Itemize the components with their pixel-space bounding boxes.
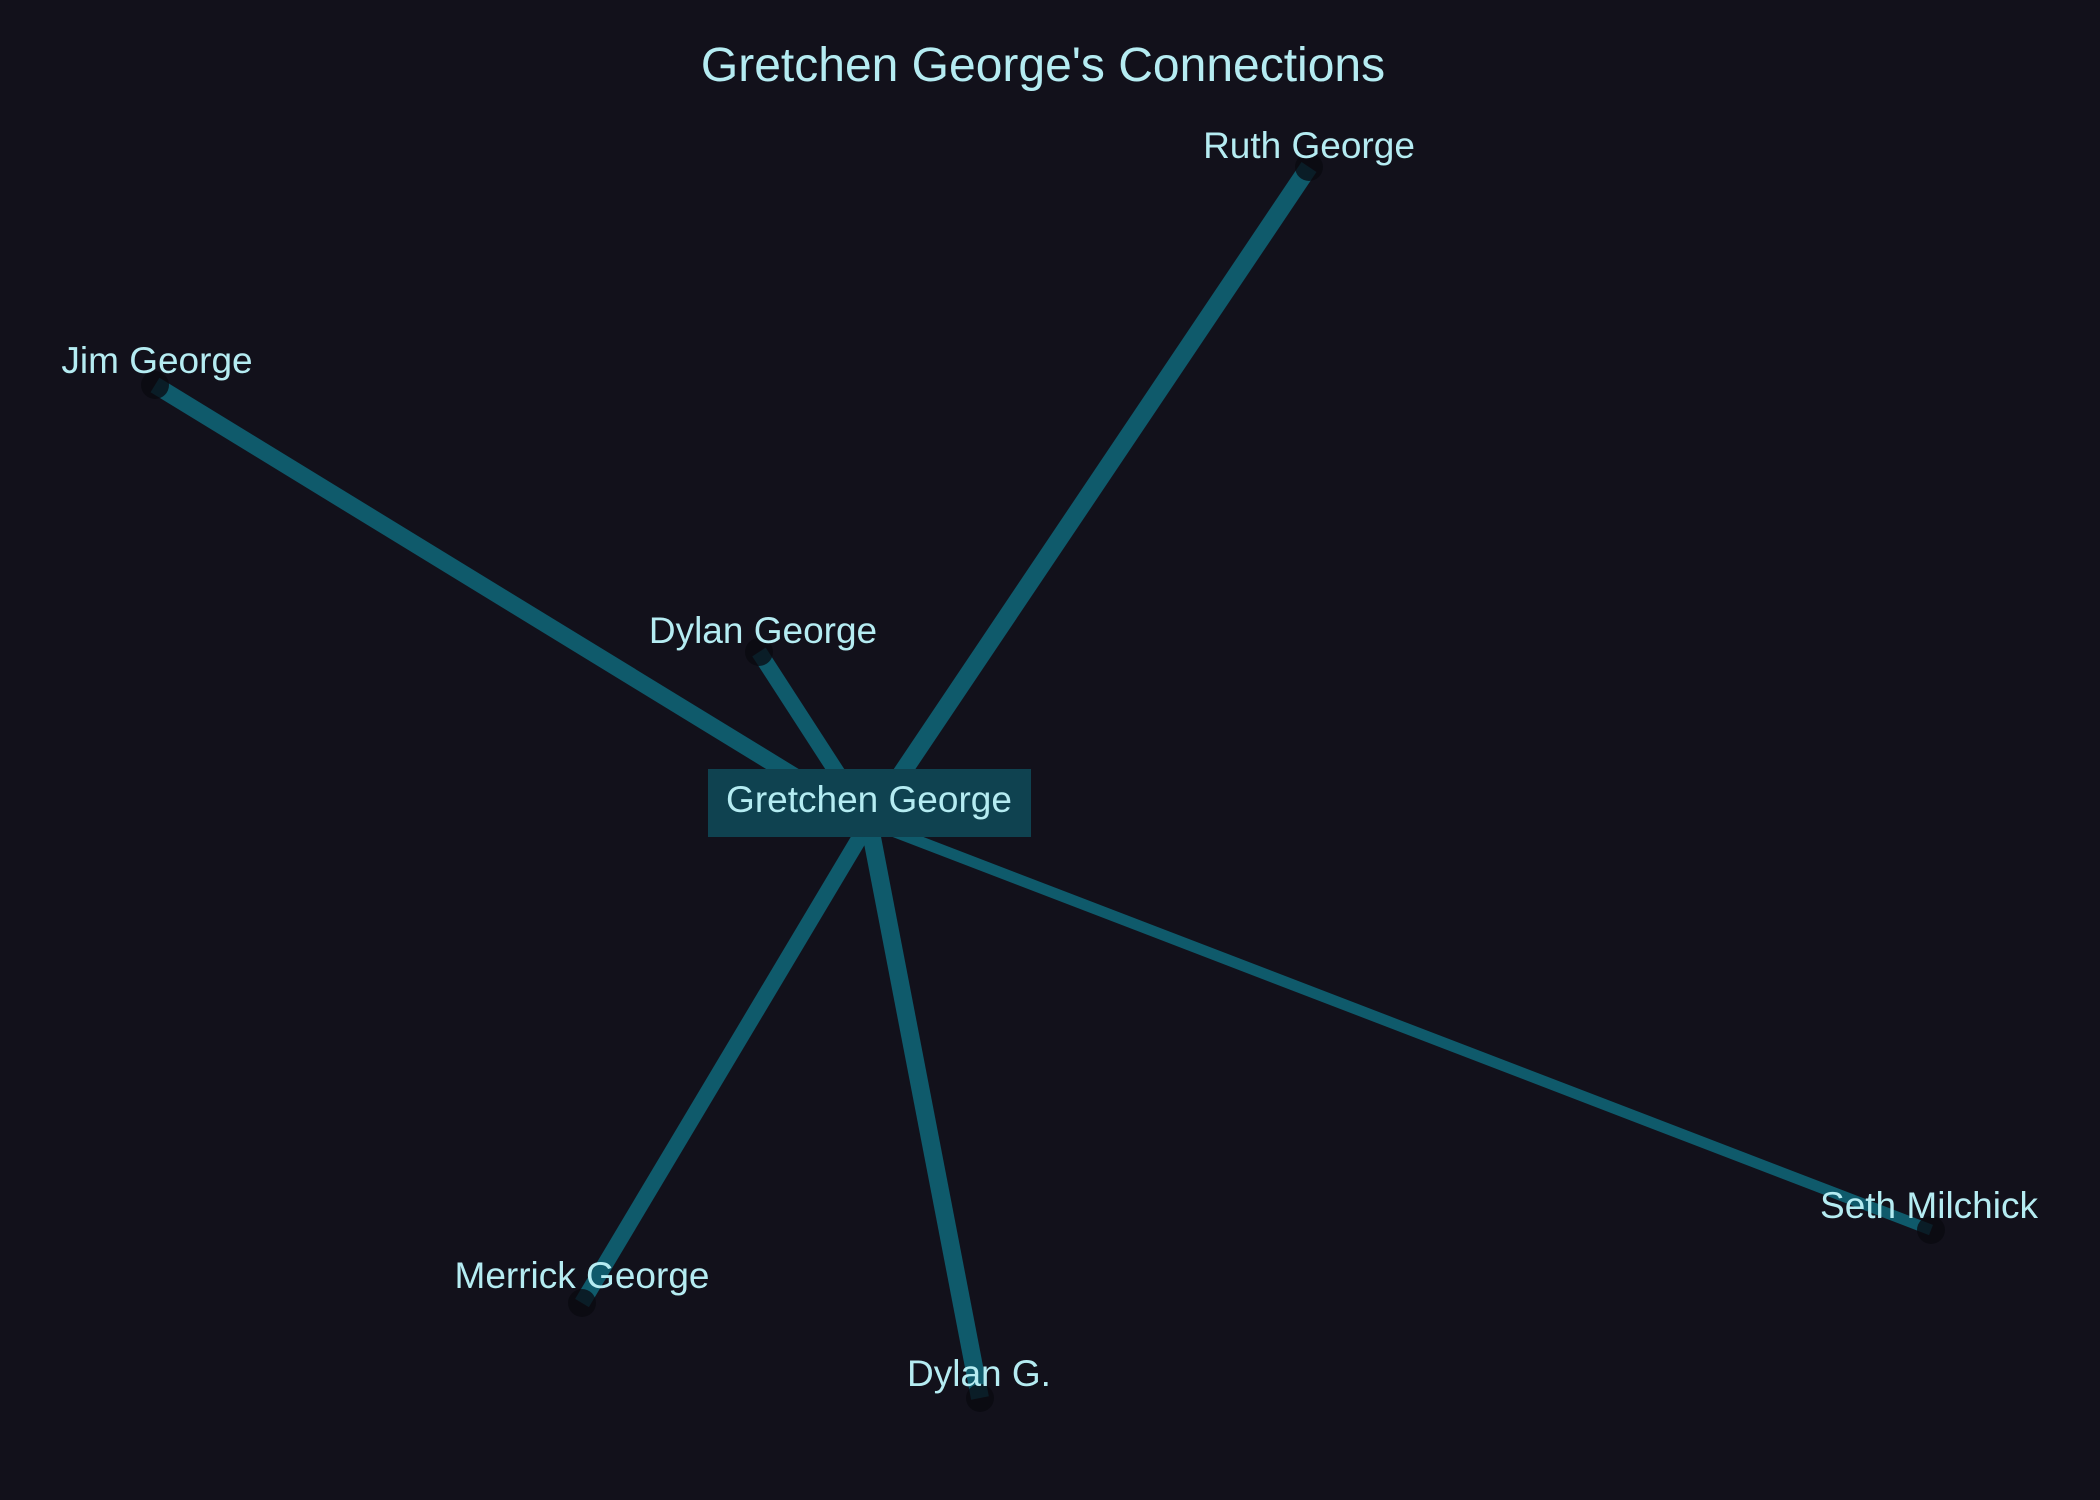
node-merrick[interactable]: Merrick George <box>455 1255 710 1317</box>
node-dylan-george[interactable]: Dylan George <box>649 610 877 666</box>
edge-dylan-g <box>860 820 989 1400</box>
node-label-ruth: Ruth George <box>1203 125 1415 166</box>
edge-ruth <box>861 161 1317 828</box>
node-label-dylan-g: Dylan G. <box>907 1353 1051 1394</box>
center-node-box <box>708 769 1031 837</box>
graph-title: Gretchen George's Connections <box>701 39 1385 92</box>
edges-layer <box>150 161 1933 1400</box>
node-dot-dylan-george <box>745 638 773 666</box>
node-ruth[interactable]: Ruth George <box>1203 125 1415 181</box>
edge-jim <box>150 377 874 830</box>
node-label-merrick: Merrick George <box>455 1255 710 1296</box>
node-dot-merrick <box>568 1289 596 1317</box>
node-seth[interactable]: Seth Milchick <box>1820 1185 2038 1244</box>
center-node-label: Gretchen George <box>726 779 1012 820</box>
node-dot-jim <box>141 371 169 399</box>
node-dot-dylan-g <box>966 1384 994 1412</box>
node-dylan-g[interactable]: Dylan G. <box>907 1353 1051 1412</box>
center-node[interactable]: Gretchen George <box>708 769 1031 837</box>
node-dot-ruth <box>1295 153 1323 181</box>
node-label-seth: Seth Milchick <box>1820 1185 2038 1226</box>
node-label-dylan-george: Dylan George <box>649 610 877 651</box>
node-jim[interactable]: Jim George <box>61 340 253 399</box>
node-label-jim: Jim George <box>61 340 252 381</box>
edge-seth <box>867 816 1933 1236</box>
edge-merrick <box>575 817 876 1308</box>
node-dot-seth <box>1917 1216 1945 1244</box>
